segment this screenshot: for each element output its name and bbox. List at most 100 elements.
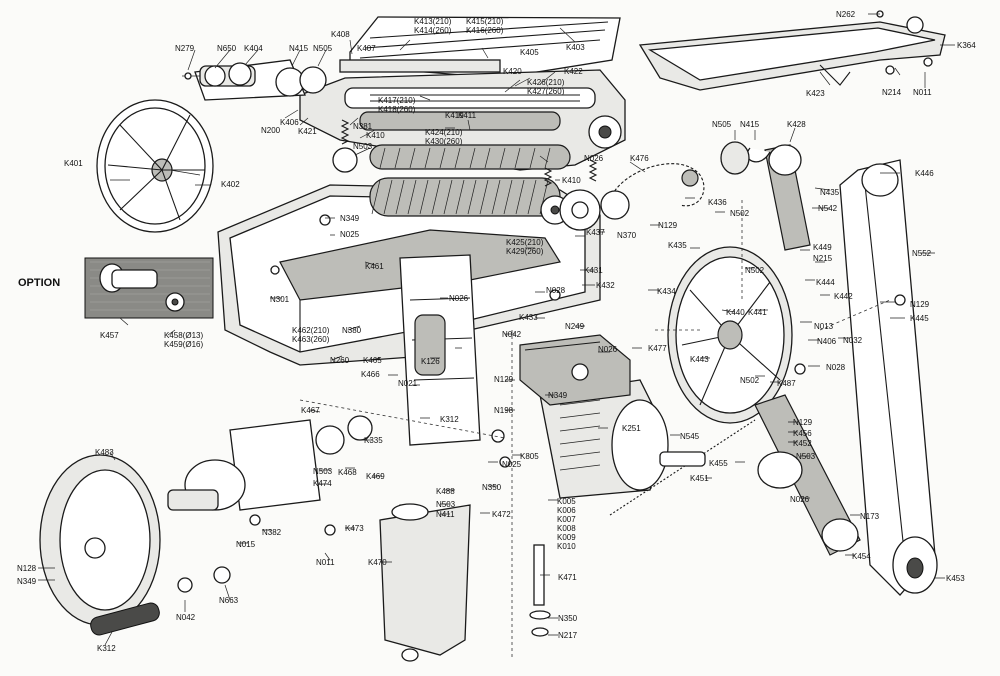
part-label-k487: K487 [777,379,796,388]
part-label-n380: N380 [342,326,362,335]
part-label-k413: K413(210) K414(260) [414,17,452,35]
part-label-n042b: N042 [176,613,196,622]
part-label-k408: K408 [331,30,350,39]
part-label-k312b: K312 [97,644,116,653]
part-label-n552: N552 [912,249,932,258]
part-label-n028a: N028 [546,286,566,295]
part-label-n415a: N415 [289,44,309,53]
part-label-k402: K402 [221,180,240,189]
part-label-k419: K419 [445,111,464,120]
handwheel-k401 [96,99,214,233]
part-label-k444: K444 [816,278,835,287]
part-label-k422: K422 [564,67,583,76]
lower-belt-assembly [609,394,861,556]
part-label-k440: K440 [726,308,745,317]
part-label-n260: N260 [330,356,350,365]
part-label-k483: K483 [95,448,114,457]
part-label-n349a: N349 [340,214,360,223]
motor-k251 [539,379,706,499]
part-label-k469: K469 [366,472,385,481]
part-label-k476: K476 [630,154,649,163]
part-label-k461: K461 [365,262,384,271]
main-pulley-k443 [667,246,793,424]
part-label-n011b: N011 [316,558,335,567]
part-label-k410b: K410 [562,176,581,185]
part-label-n028b: N028 [826,363,846,372]
part-label-n173: N173 [860,512,880,521]
part-label-n503d: N503 [436,500,456,509]
handwheel-k483 [39,454,161,636]
part-label-k473: K473 [345,524,364,533]
part-label-k421: K421 [298,127,317,136]
part-label-n025a: N025 [340,230,360,239]
part-label-k474: K474 [313,479,332,488]
part-label-n505b: N505 [712,120,732,129]
part-label-n502b: N502 [745,266,765,275]
part-label-k433: K433 [519,313,538,322]
part-label-n349c: N349 [17,577,37,586]
part-label-n013: N013 [814,322,834,331]
part-label-n542: N542 [818,204,838,213]
long-belt-n552 [839,159,938,596]
part-label-k454: K454 [852,552,871,561]
part-label-k468: K468 [338,468,357,477]
part-label-k446: K446 [915,169,934,178]
part-label-k405: K405 [520,48,539,57]
part-label-n026d: N026 [790,495,810,504]
part-label-k462: K462(210) K463(260) [292,326,330,344]
part-label-n026a: N026 [584,154,604,163]
part-label-k465: K465 [363,356,382,365]
top-cover-k403 [339,16,621,79]
lead-screw-k470 [379,503,471,662]
part-label-n128: N128 [17,564,37,573]
part-label-k406: K406 [280,118,299,127]
part-label-n406: N406 [817,337,837,346]
part-label-n435: N435 [820,188,840,197]
part-label-n502a: N502 [730,209,750,218]
part-label-n200: N200 [261,126,281,135]
gearbox-k474 [167,415,373,511]
part-label-k449: K449 [813,243,832,252]
part-label-k401: K401 [64,159,83,168]
part-label-k404: K404 [244,44,263,53]
part-label-k455: K455 [709,459,728,468]
part-label-n503a: N503 [353,142,373,151]
part-label-n198: N198 [494,406,514,415]
explosion-lines [299,200,891,660]
part-label-n025b: N025 [502,460,522,469]
part-label-n217: N217 [558,631,578,640]
part-label-k428: K428 [787,120,806,129]
part-label-k410a: K410 [366,131,385,140]
part-label-k477: K477 [648,344,667,353]
drive-chain [559,163,705,231]
part-label-n350a: N350 [482,483,502,492]
tension-springs [340,119,598,187]
part-label-k451: K451 [690,474,709,483]
part-label-k425: K425(210) K429(260) [506,238,544,256]
part-label-n129b: N129 [910,300,930,309]
part-label-k407: K407 [357,44,376,53]
part-label-n015: N015 [236,540,256,549]
part-label-n026b: N026 [449,294,469,303]
belt-n542 [720,141,811,251]
part-label-n042a: N042 [502,330,522,339]
part-label-k426: K426(210) K427(260) [527,78,565,96]
part-label-n349b: N349 [548,391,568,400]
part-label-n503b: N503 [313,467,333,476]
part-label-n301: N301 [270,295,290,304]
part-label-k335: K335 [364,436,383,445]
part-label-n279: N279 [175,44,195,53]
part-label-k417: K417(210) K418(260) [378,96,416,114]
option-inset [84,257,214,319]
part-label-n021: N021 [398,379,418,388]
part-label-n026c: N026 [598,345,618,354]
left-shaft-assembly [182,59,327,101]
part-label-k432: K432 [596,281,615,290]
part-label-k458: K458(Ø13) K459(Ø16) [164,331,204,349]
part-label-k411: K411 [458,111,477,120]
part-label-n249: N249 [565,322,585,331]
part-label-k424: K424(210) K430(260) [425,128,463,146]
part-label-n262: N262 [836,10,856,19]
switch-box [519,334,631,406]
